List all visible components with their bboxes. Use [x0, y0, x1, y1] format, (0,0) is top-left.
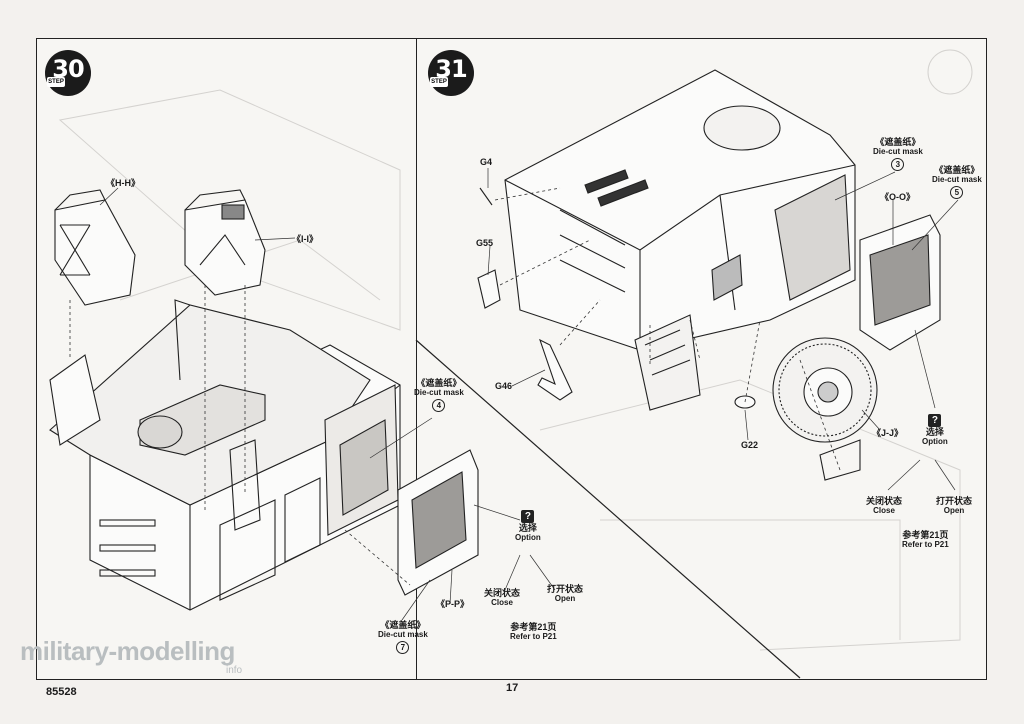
mask-5-number: 5 — [950, 186, 964, 199]
step-31-badge: 31 STEP — [428, 50, 474, 96]
step-30-word: STEP — [47, 77, 65, 87]
background-ghost-lines — [58, 49, 973, 651]
step30-refer: 参考第21页 Refer to P21 — [510, 622, 557, 641]
step-30-badge: 30 STEP — [45, 50, 91, 96]
part-g55-label: G55 — [476, 238, 494, 248]
mask-4-label: 《遮盖纸》 Die-cut mask 4 — [414, 378, 464, 412]
step31-open: 打开状态 Open — [936, 496, 973, 515]
part-hh-label: 《H-H》 — [106, 178, 140, 188]
part-g22-label: G22 — [741, 440, 759, 450]
part-g4-label: G4 — [480, 157, 493, 167]
mask-7-number: 7 — [396, 641, 410, 654]
part-oo-label: 《O-O》 — [880, 192, 915, 202]
option-question-icon: ? — [521, 510, 535, 523]
part-pp-label: 《P-P》 — [436, 599, 470, 609]
part-jj-label: 《J-J》 — [872, 428, 904, 438]
step31-guide-lines — [494, 187, 841, 471]
part-g46-label: G46 — [495, 381, 513, 391]
step31-leader-lines — [487, 168, 959, 491]
kit-number: 85528 — [46, 686, 77, 698]
step31-cabin — [477, 69, 941, 481]
step30-close: 关闭状态 Close — [484, 588, 521, 607]
step31-option: ? 选择 Option — [922, 414, 948, 446]
step-31-word: STEP — [430, 77, 448, 87]
step30-hull — [49, 189, 479, 611]
mask-5-label: 《遮盖纸》 Die-cut mask 5 — [932, 165, 982, 199]
option-question-icon: ? — [928, 414, 942, 427]
watermark-text: military-modelling — [20, 636, 235, 666]
mask-3-label: 《遮盖纸》 Die-cut mask 3 — [873, 137, 923, 171]
page-number: 17 — [506, 682, 519, 694]
mask-4-number: 4 — [432, 399, 446, 412]
diagonal-divider — [415, 339, 801, 679]
step30-open: 打开状态 Open — [547, 584, 584, 603]
step31-close: 关闭状态 Close — [866, 496, 903, 515]
step30-option: ? 选择 Option — [515, 510, 541, 542]
mask-3-number: 3 — [891, 158, 905, 171]
watermark-sub: info — [226, 665, 243, 676]
part-ii-label: 《I-I》 — [292, 234, 318, 244]
step31-refer: 参考第21页 Refer to P21 — [902, 530, 949, 549]
step30-guide-lines — [69, 285, 411, 586]
mask-7-label: 《遮盖纸》 Die-cut mask 7 — [378, 620, 428, 654]
step30-leader-lines — [99, 187, 556, 621]
